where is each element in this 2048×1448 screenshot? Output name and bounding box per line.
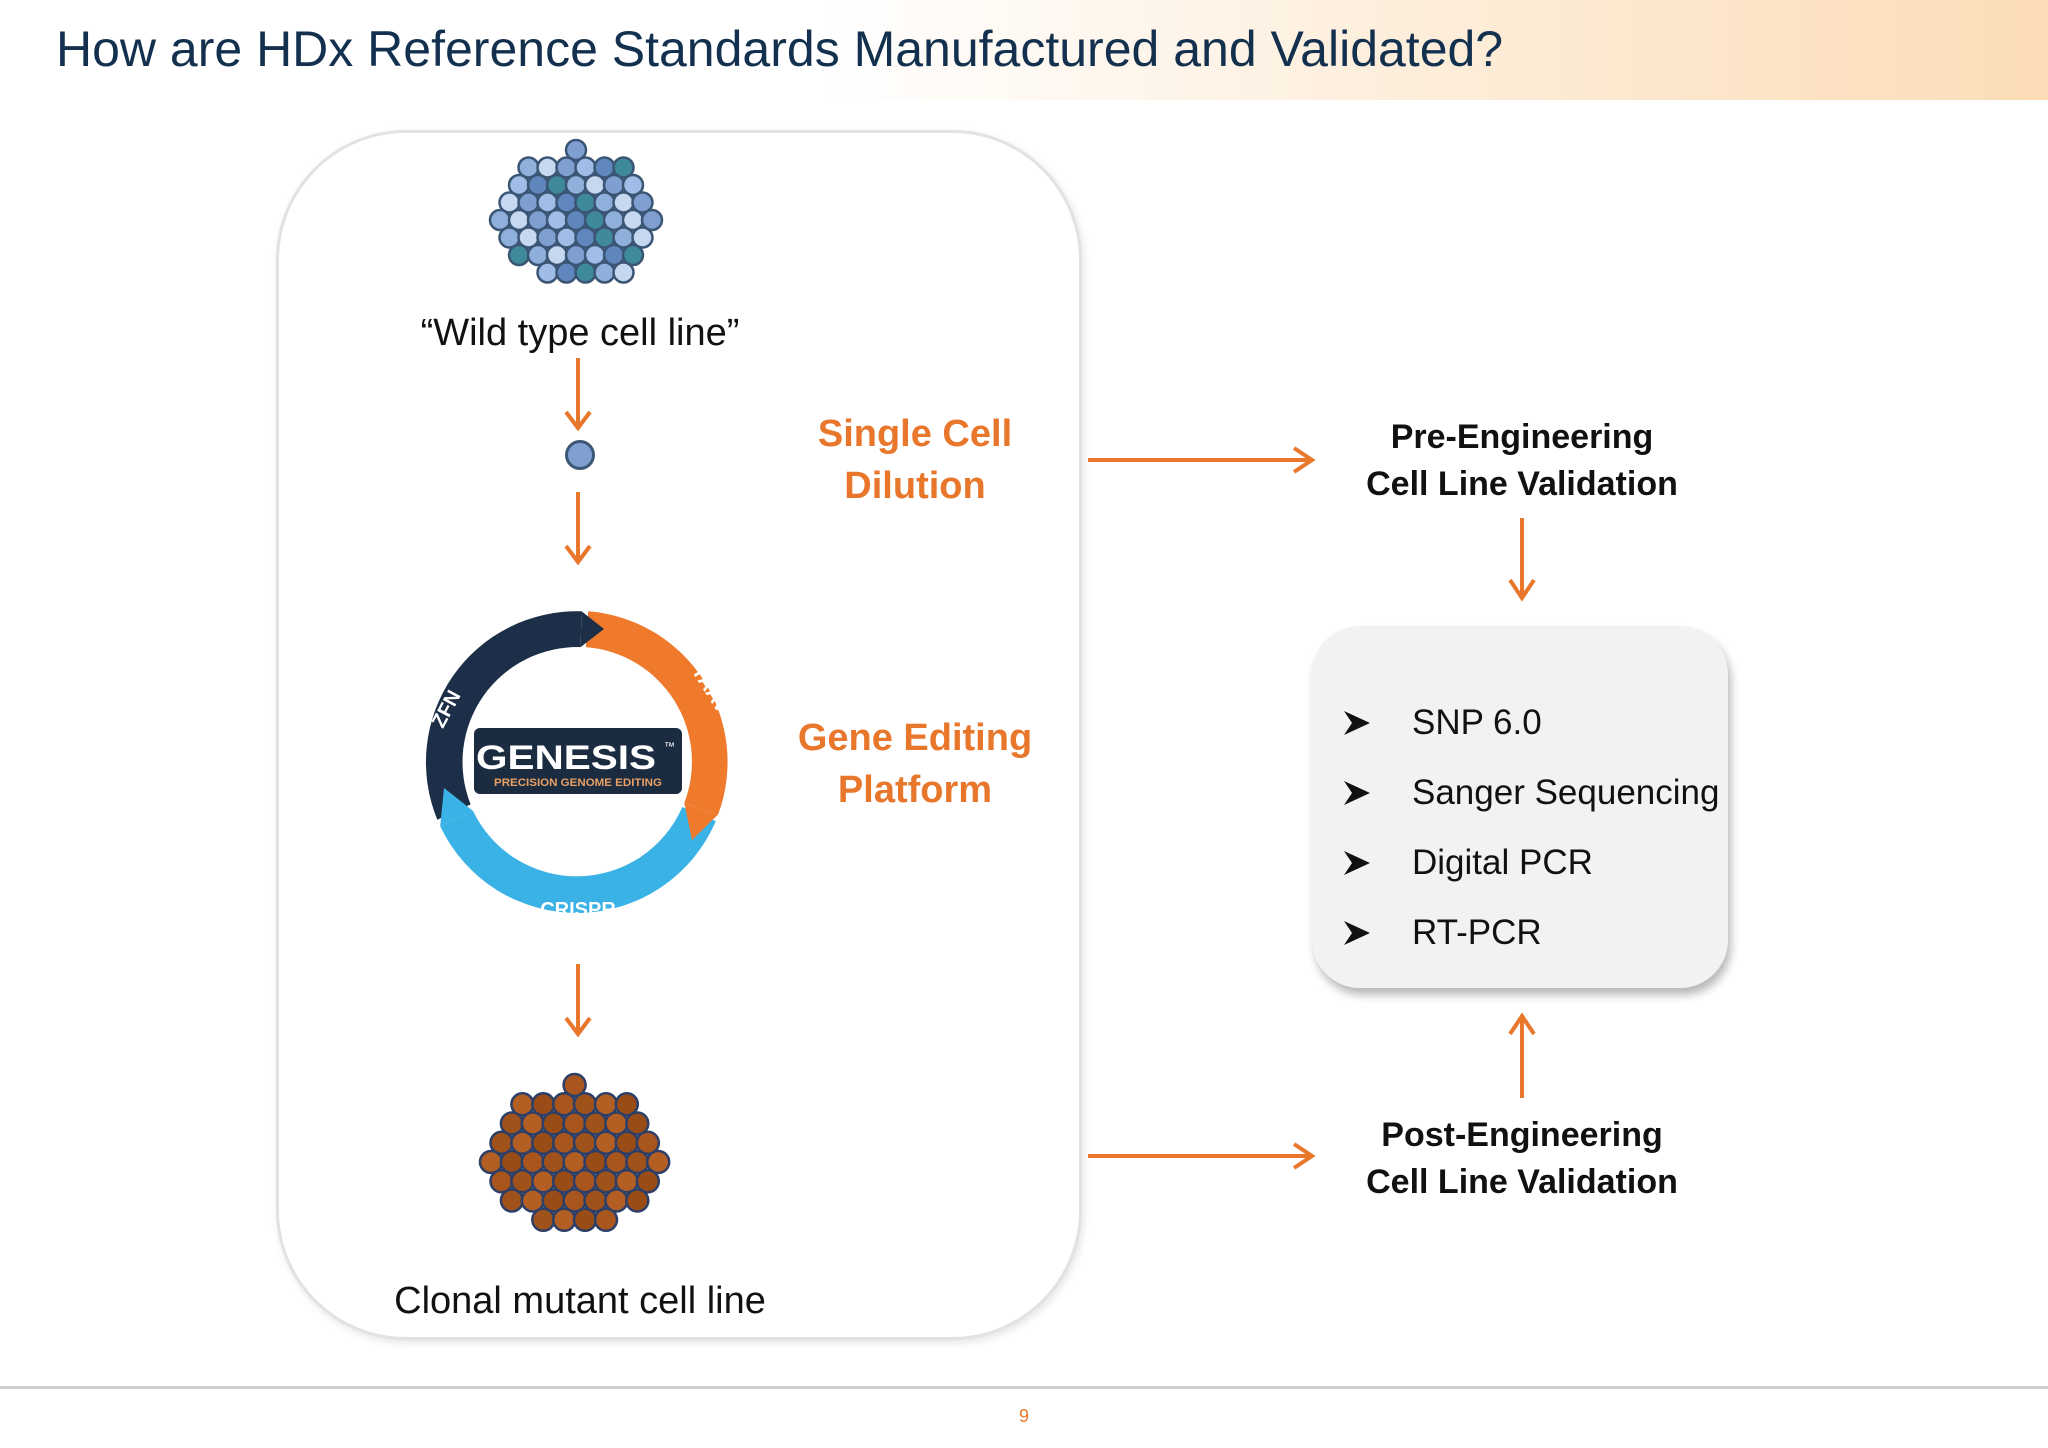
validation-method-text: Digital PCR xyxy=(1412,843,1593,882)
validation-method-text: RT-PCR xyxy=(1412,913,1542,952)
single-cell-icon xyxy=(565,440,595,470)
single-cell-dilution-label: Single Cell Dilution xyxy=(817,413,1013,507)
pre-engineering-label: Pre-Engineering Cell Line Validation xyxy=(1366,418,1678,503)
genesis-trademark: ™ xyxy=(664,741,675,753)
validation-method-text: SNP 6.0 xyxy=(1412,703,1542,742)
clonal-mutant-cell-cluster-icon xyxy=(478,1072,671,1233)
genesis-platform-logo: ZFN rAAV CRISPR GENESIS ™ PRECISION GENO… xyxy=(425,611,734,921)
slide-title: How are HDx Reference Standards Manufact… xyxy=(56,21,1504,77)
wild-type-cell-cluster-icon xyxy=(488,138,664,284)
validation-methods-list: SNP 6.0 Sanger Sequencing Digital PCR RT… xyxy=(1342,688,1719,968)
arrowhead-bullet-icon xyxy=(1344,711,1370,735)
genesis-logo-text: GENESIS xyxy=(476,739,656,777)
title-bar xyxy=(0,0,2048,100)
list-item: SNP 6.0 xyxy=(1342,688,1719,758)
arrow-down-to-validation-icon xyxy=(1508,518,1536,602)
list-item: Sanger Sequencing xyxy=(1342,758,1719,828)
genesis-segment-CRISPR xyxy=(440,807,716,913)
wild-type-label: “Wild type cell line” xyxy=(420,312,740,354)
footer-divider xyxy=(0,1386,2048,1389)
arrowhead-bullet-icon xyxy=(1344,921,1370,945)
post-engineering-label: Post-Engineering Cell Line Validation xyxy=(1366,1116,1678,1201)
arrow-to-post-engineering-icon xyxy=(1088,1142,1316,1170)
arrow-to-genesis-icon xyxy=(564,492,592,566)
arrow-to-clonal-icon xyxy=(564,964,592,1038)
genesis-segment-label-crispr: CRISPR xyxy=(540,899,616,921)
list-item: RT-PCR xyxy=(1342,898,1719,968)
arrow-to-pre-engineering-icon xyxy=(1088,446,1316,474)
genesis-segment-ZFN xyxy=(425,611,582,820)
list-item: Digital PCR xyxy=(1342,828,1719,898)
genesis-logo-subtext: PRECISION GENOME EDITING xyxy=(494,777,662,789)
arrowhead-bullet-icon xyxy=(1344,781,1370,805)
clonal-mutant-label: Clonal mutant cell line xyxy=(394,1280,766,1322)
validation-method-text: Sanger Sequencing xyxy=(1412,773,1720,812)
genesis-segment-rAAV xyxy=(585,611,728,815)
arrowhead-bullet-icon xyxy=(1344,851,1370,875)
page-number: 9 xyxy=(1018,1406,1029,1426)
validation-methods-box: SNP 6.0 Sanger Sequencing Digital PCR RT… xyxy=(1312,626,1728,988)
gene-editing-platform-label: Gene Editing Platform xyxy=(797,717,1033,811)
arrow-to-single-cell-icon xyxy=(564,358,592,432)
arrow-up-to-validation-icon xyxy=(1508,1012,1536,1098)
